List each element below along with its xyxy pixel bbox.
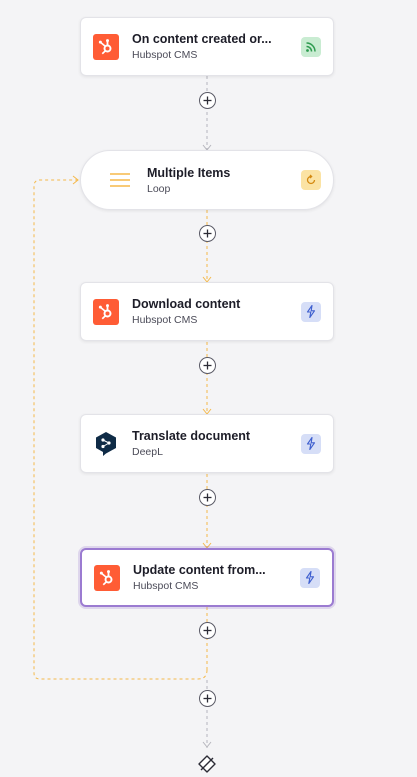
hubspot-icon xyxy=(93,298,119,325)
lightning-icon xyxy=(301,433,321,454)
node-trigger-content-created[interactable]: On content created or... Hubspot CMS xyxy=(80,17,334,76)
add-step-button[interactable] xyxy=(199,357,216,374)
end-flow-diamond-icon[interactable] xyxy=(197,754,217,774)
add-step-button[interactable] xyxy=(199,489,216,506)
lightning-icon xyxy=(300,567,320,588)
node-loop-multiple-items[interactable]: Multiple Items Loop xyxy=(80,150,334,210)
node-subtitle: Hubspot CMS xyxy=(133,580,199,592)
hubspot-icon xyxy=(94,564,120,591)
add-step-button[interactable] xyxy=(199,92,216,109)
node-download-content[interactable]: Download content Hubspot CMS xyxy=(80,282,334,341)
rss-feed-icon xyxy=(301,36,321,57)
lightning-icon xyxy=(301,301,321,322)
node-translate-document[interactable]: Translate document DeepL xyxy=(80,414,334,473)
node-subtitle: Hubspot CMS xyxy=(132,314,198,326)
add-step-button[interactable] xyxy=(199,225,216,242)
node-subtitle: Hubspot CMS xyxy=(132,49,198,61)
add-step-after-loop-button[interactable] xyxy=(199,690,216,707)
hubspot-icon xyxy=(93,33,119,60)
node-title: Download content xyxy=(132,297,241,311)
node-subtitle: DeepL xyxy=(132,446,163,458)
deepl-icon xyxy=(93,431,119,457)
add-step-inside-loop-button[interactable] xyxy=(199,622,216,639)
node-title: Translate document xyxy=(132,429,251,443)
node-title: On content created or... xyxy=(132,32,272,46)
list-lines-icon xyxy=(109,167,131,193)
node-title: Update content from... xyxy=(133,563,266,577)
loop-refresh-icon xyxy=(301,170,321,190)
node-title: Multiple Items xyxy=(147,165,231,180)
node-update-content[interactable]: Update content from... Hubspot CMS xyxy=(80,548,334,607)
node-subtitle: Loop xyxy=(147,182,171,195)
